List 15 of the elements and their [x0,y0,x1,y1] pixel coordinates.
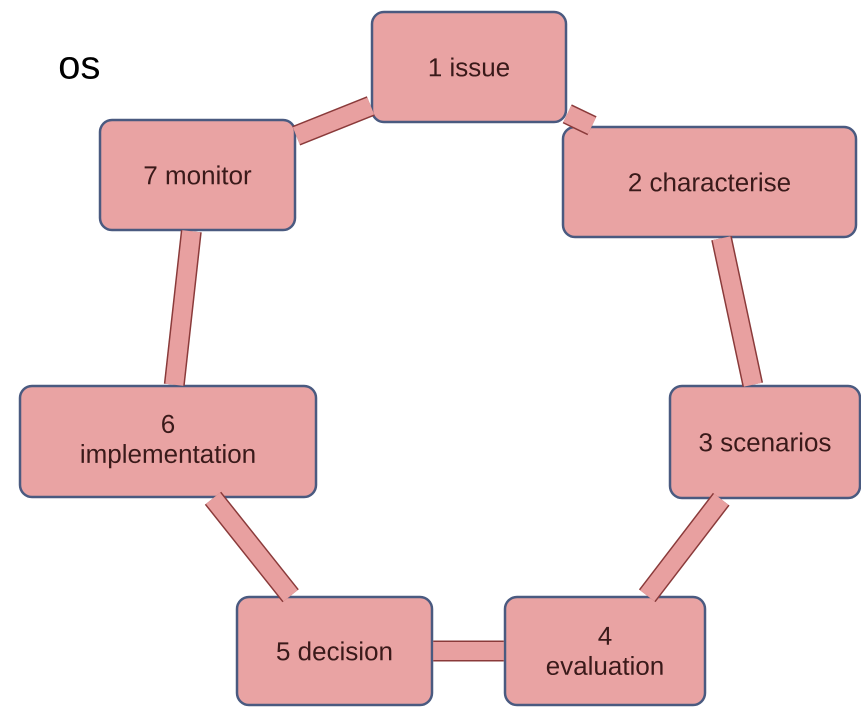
connector-bar [562,104,597,136]
process-box: 7 monitor [98,118,296,232]
process-box: 6 implementation [18,384,318,498]
process-box: 5 decision [236,596,434,706]
heading-fragment: os [60,57,99,79]
process-box: 1 issue [370,10,568,124]
connector-bar [204,492,299,602]
process-box: 2 characterise [562,126,858,238]
process-box: 4 evaluation [504,596,706,706]
connector-bar [292,96,375,146]
connector-bar [638,492,730,602]
connector-bar [433,640,504,662]
process-box: 3 scenarios [668,384,861,500]
connector-bar [164,230,202,386]
connector-bar [711,236,764,387]
